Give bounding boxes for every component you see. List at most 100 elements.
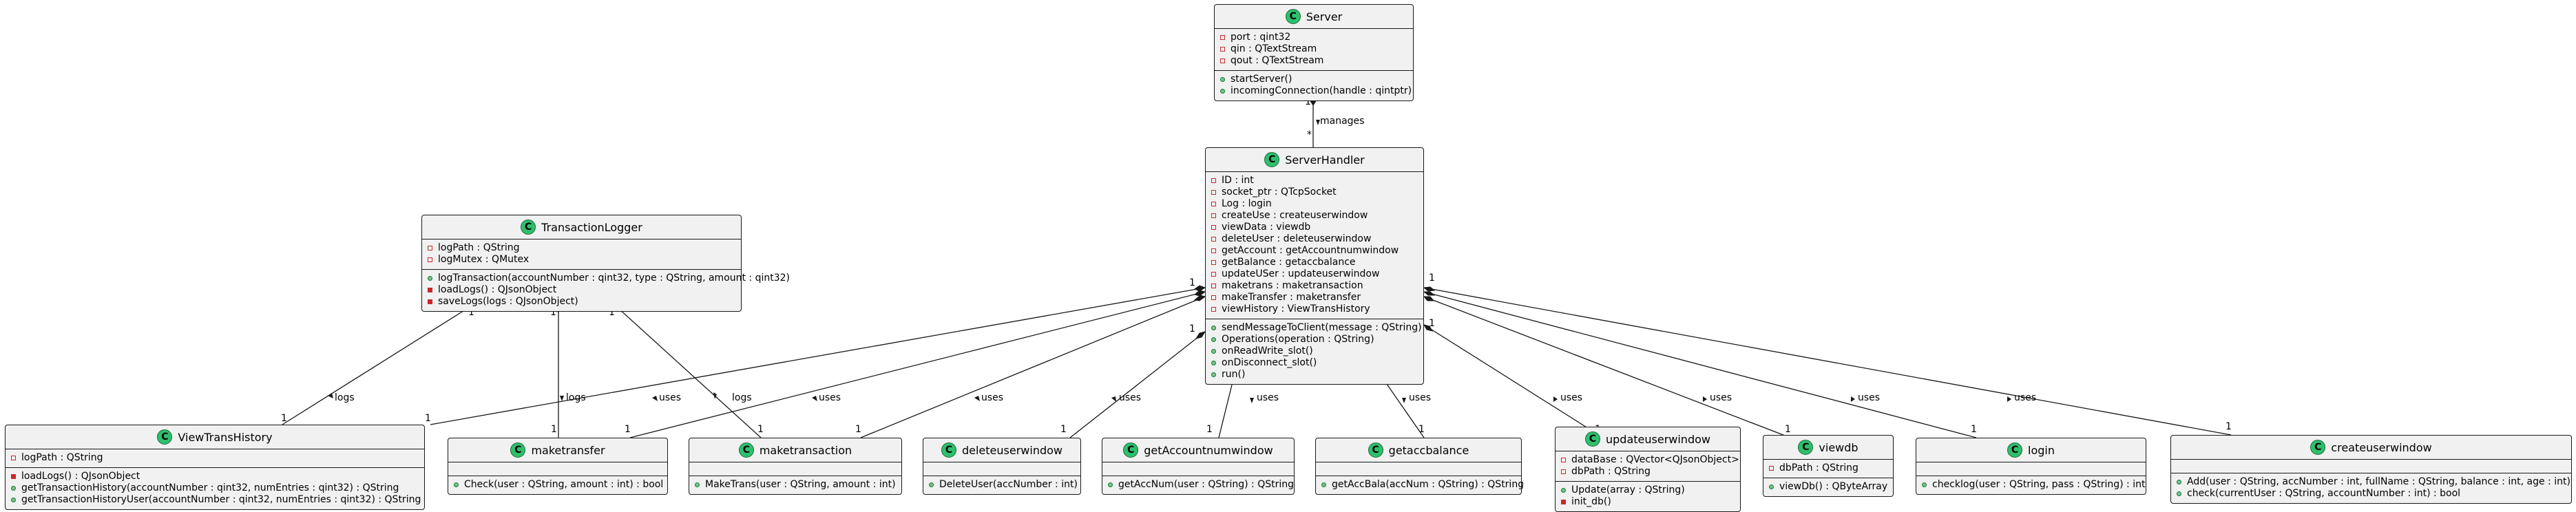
arrow-uses-6: [1402, 398, 1406, 403]
field: viewHistory : ViewTransHistory: [1222, 303, 1370, 314]
mult-one: 1: [1189, 323, 1195, 334]
label-manages: manages: [1320, 116, 1365, 127]
diamond-handler-1: [1193, 285, 1206, 292]
class-name: TransactionLogger: [541, 220, 642, 234]
mult-one: 1: [1206, 424, 1213, 435]
method: onReadWrite_slot(): [1222, 345, 1313, 356]
methods-section: DeleteUser(accNumber : int): [923, 476, 1080, 494]
field: logPath : QString: [21, 452, 103, 463]
field: ID : int: [1222, 175, 1254, 186]
field: logMutex : QMutex: [438, 254, 530, 265]
mult-one: 1: [625, 424, 631, 435]
arrow-uses-8: [1703, 396, 1707, 402]
arrow-uses-7: [1553, 396, 1558, 402]
arrow-uses-2: [812, 396, 817, 401]
class-c-icon: C: [1798, 440, 1814, 455]
arrow-manages: [1316, 120, 1320, 125]
arrow-uses-1: [652, 396, 658, 401]
diamond-handler-4: [1195, 331, 1206, 339]
field: createUse : createuserwindow: [1222, 210, 1368, 221]
edge-handler-viewtranshistory: [430, 287, 1206, 425]
fields-section: [448, 462, 667, 476]
label-uses-10: uses: [2014, 392, 2037, 403]
method: getAccBala(accNum : QString) : QString: [1332, 479, 1525, 490]
method: loadLogs() : QJsonObject: [21, 471, 140, 482]
mult-one: 1: [550, 307, 556, 318]
edge-handler-viewdb: [1423, 296, 1791, 438]
class-name: getAccountnumwindow: [1144, 443, 1273, 457]
class-name: updateuserwindow: [1606, 432, 1710, 446]
arrow-uses-10: [2007, 396, 2011, 402]
label-uses-2: uses: [819, 392, 841, 403]
method: sendMessageToClient(message : QString): [1222, 322, 1422, 333]
arrow-uses-3: [974, 396, 980, 401]
class-name: login: [2028, 443, 2055, 457]
class-c-icon: C: [941, 442, 956, 458]
field: Log : login: [1222, 198, 1272, 209]
class-name: viewdb: [1819, 440, 1858, 454]
method: logTransaction(accountNumber : qint32, t…: [438, 273, 790, 284]
methods-section: viewDb() : QByteArray: [1763, 478, 1893, 496]
diamond-handler-7: [1423, 324, 1434, 332]
class-name: ViewTransHistory: [178, 430, 273, 444]
fields-section: dataBase : QVector<QJsonObject> dbPath :…: [1556, 451, 1740, 481]
fields-section: [1102, 462, 1294, 476]
method: DeleteUser(accNumber : int): [939, 479, 1078, 490]
mult-one: 1: [1189, 277, 1195, 288]
edge-logger-viewtranshistory: [282, 301, 479, 425]
methods-section: sendMessageToClient(message : QString) O…: [1206, 319, 1423, 384]
fields-section: port : qint32 qin : QTextStream qout : Q…: [1215, 28, 1413, 70]
mult-handler-star: *: [1307, 129, 1312, 140]
class-name: deleteuserwindow: [961, 443, 1062, 457]
class-c-icon: C: [510, 442, 526, 458]
methods-section: getAccBala(accNum : QString) : QString: [1316, 476, 1525, 494]
field: viewData : viewdb: [1222, 222, 1311, 233]
mult-one: 1: [1429, 273, 1435, 284]
field: qin : QTextStream: [1231, 43, 1317, 54]
mult-one: 1: [551, 424, 557, 435]
mult-server-1: 1: [1305, 96, 1311, 107]
field: deleteUser : deleteuserwindow: [1222, 233, 1372, 244]
field: getAccount : getAccountnumwindow: [1222, 245, 1399, 256]
label-uses-3: uses: [981, 392, 1004, 403]
fields-section: dbPath : QString: [1763, 459, 1893, 478]
methods-section: getAccNum(user : QString) : QString: [1102, 476, 1294, 494]
method: getTransactionHistoryUser(accountNumber …: [21, 494, 421, 505]
method: Update(array : QString): [1571, 484, 1685, 495]
mult-one: 1: [425, 413, 431, 424]
fields-section: ID : int socket_ptr : QTcpSocket Log : l…: [1206, 171, 1423, 319]
method: getTransactionHistory(accountNumber : qi…: [21, 482, 399, 493]
field: updateUSer : updateuserwindow: [1222, 268, 1380, 279]
mult-one: 1: [609, 307, 615, 318]
diamond-handler-10: [1423, 286, 1436, 292]
label-uses-1: uses: [659, 392, 682, 403]
label-uses-7: uses: [1560, 392, 1583, 403]
field: qout : QTextStream: [1231, 55, 1324, 66]
fields-section: [2171, 459, 2571, 473]
arrow-logs-3: [713, 392, 717, 399]
method: MakeTrans(user : QString, amount : int): [705, 479, 896, 490]
field: getBalance : getaccbalance: [1222, 257, 1356, 268]
class-name: ServerHandler: [1285, 153, 1365, 167]
class-name: Server: [1306, 10, 1343, 23]
class-c-icon: C: [1585, 431, 1600, 447]
class-name: maketransaction: [759, 443, 852, 457]
class-c-icon: C: [1368, 442, 1383, 458]
methods-section: loadLogs() : QJsonObject getTransactionH…: [6, 467, 424, 509]
label-uses-9: uses: [1858, 392, 1881, 403]
mult-one: 1: [2226, 421, 2232, 432]
fields-section: logPath : QString: [6, 449, 424, 467]
